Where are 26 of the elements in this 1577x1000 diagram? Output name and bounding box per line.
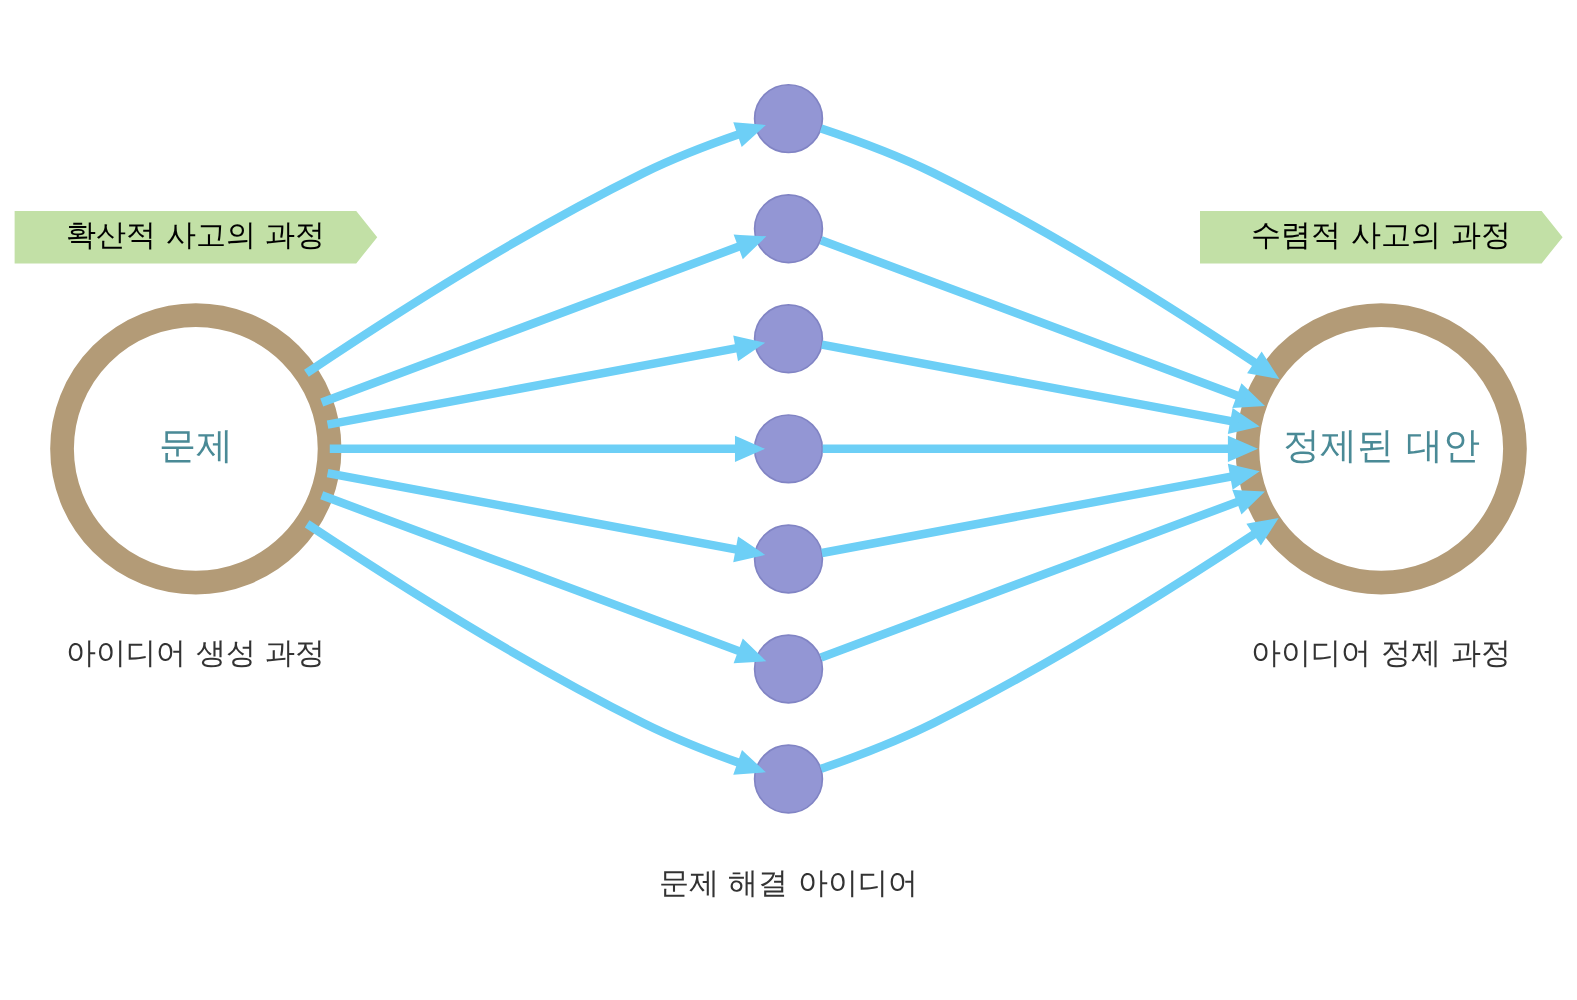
arrow bbox=[304, 121, 766, 377]
arrow bbox=[819, 235, 1265, 408]
arrow bbox=[304, 519, 766, 775]
node-circle: 정제된 대안 bbox=[1235, 302, 1527, 594]
arrow bbox=[320, 234, 767, 406]
label: 아이디어 생성 과정 bbox=[66, 634, 326, 670]
node-circle bbox=[753, 413, 824, 484]
node-circle bbox=[753, 303, 824, 373]
arrow bbox=[326, 334, 766, 429]
node-circle: 문제 bbox=[50, 302, 342, 594]
label: 문제 해결 아이디어 bbox=[658, 864, 919, 900]
arrow bbox=[819, 123, 1280, 379]
arrow bbox=[326, 468, 766, 562]
node-circle bbox=[753, 523, 824, 594]
arrow bbox=[819, 489, 1265, 661]
arrow bbox=[320, 490, 767, 663]
arrow bbox=[819, 517, 1279, 773]
arrow bbox=[822, 435, 1258, 462]
label: 아이디어 정제 과정 bbox=[1251, 634, 1511, 670]
arrow bbox=[821, 463, 1260, 557]
node-circle bbox=[753, 743, 824, 814]
node-circle bbox=[753, 193, 824, 263]
node-circle bbox=[753, 83, 824, 153]
arrow bbox=[329, 435, 765, 462]
arrow bbox=[821, 340, 1260, 434]
node-circle bbox=[753, 633, 824, 704]
